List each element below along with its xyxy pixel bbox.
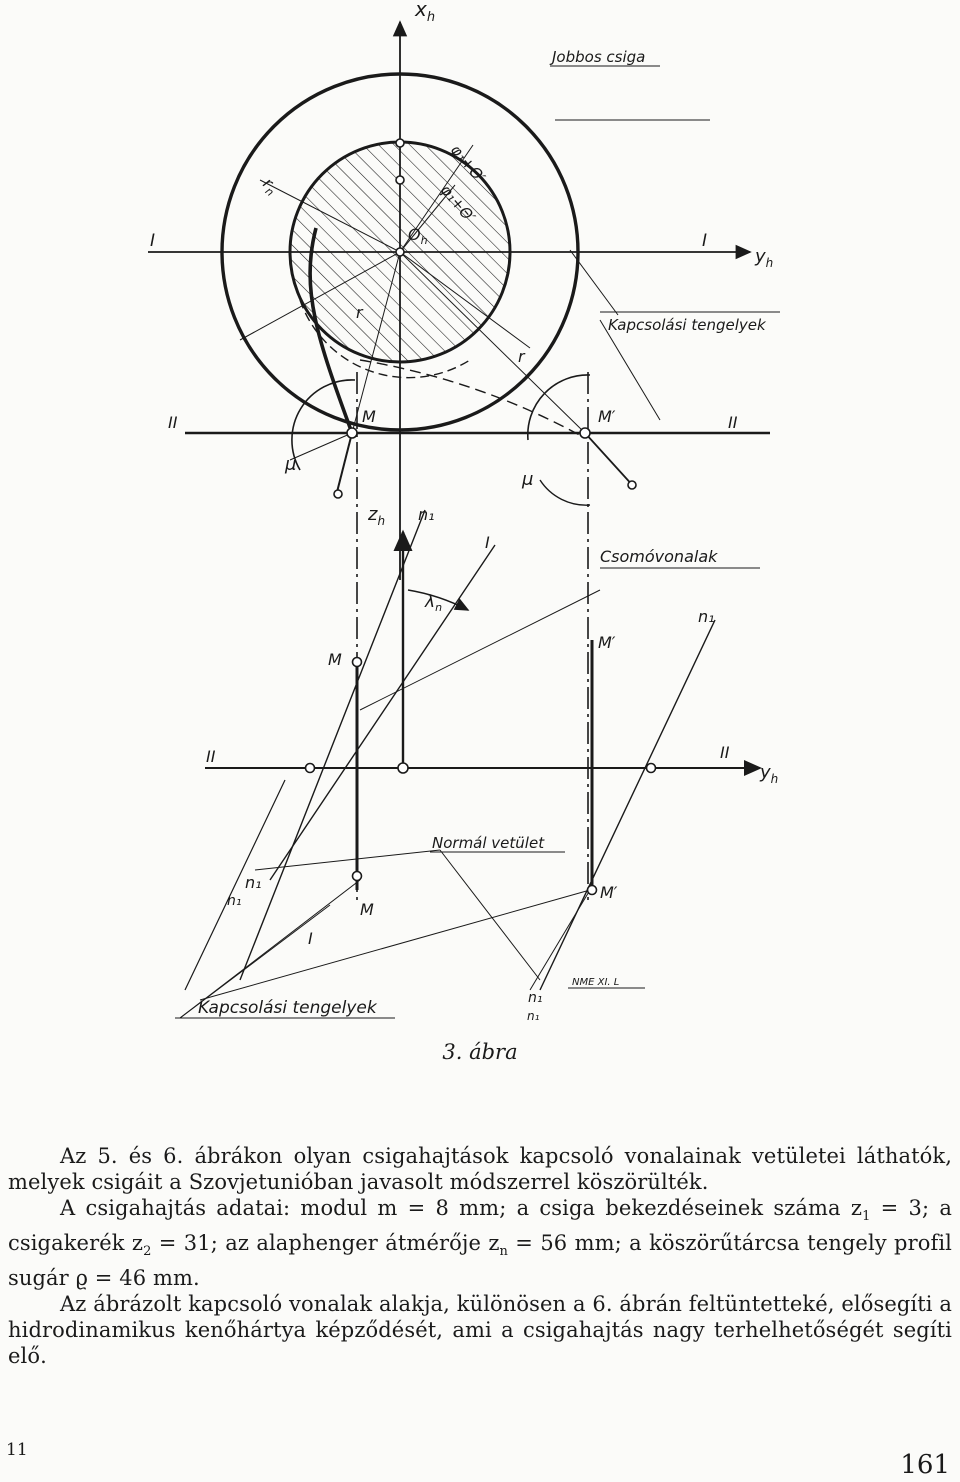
label-zh: zh: [367, 504, 385, 528]
point-m-mid: [351, 656, 363, 668]
p2-seg-3: = 31; az alaphenger átmérője z: [151, 1231, 500, 1256]
label-n1-right: n₁: [698, 607, 715, 626]
construction-line: [569, 249, 619, 316]
p2-seg-2: = 3; a csigakerék z: [8, 1196, 953, 1256]
label-n1-bottom: n₁: [528, 990, 543, 1006]
label-n1-left2: n₁: [227, 893, 242, 909]
label-ii-right-top: II: [728, 413, 738, 432]
page-number: 161: [900, 1450, 950, 1480]
point-oh: [395, 247, 405, 257]
point-axis-b: [395, 138, 405, 148]
label-oh: Oh: [408, 225, 428, 247]
p1-text: Az 5. és 6. ábrákon olyan csigahajtások …: [8, 1144, 952, 1194]
contact-curve-m-ext: [335, 432, 353, 497]
paragraph-1: Az 5. és 6. ábrákon olyan csigahajtások …: [8, 1143, 952, 1195]
p3-text: Az ábrázolt kapcsoló vonalak alakja, kül…: [8, 1292, 952, 1369]
label-m-mid: M: [328, 650, 342, 669]
point-ii-a: [304, 762, 316, 774]
construction-line: [529, 889, 591, 991]
label-yh-bot: yh: [759, 762, 778, 786]
construction-line: [259, 179, 401, 253]
outer-dashed-arc: [359, 359, 586, 439]
label-kapcsolasi-bot: Kapcsolási tengelyek: [198, 998, 378, 1018]
label-nme: NME XI. L: [572, 977, 619, 988]
label-slash-bot: I: [308, 929, 313, 948]
label-yh-top: yh: [754, 246, 773, 270]
label-lambda: λn: [424, 592, 442, 614]
point-ii-b: [645, 762, 657, 774]
construction-line: [289, 432, 353, 461]
label-csomovonalak: Csomóvonalak: [600, 547, 718, 566]
construction-line: [399, 144, 474, 253]
construction-line: [359, 589, 601, 711]
label-i-right: I: [702, 231, 707, 251]
point-mu-right: [627, 480, 637, 490]
construction-line: [254, 849, 441, 871]
label-m-prime-bot: M′: [600, 883, 618, 902]
construction-line: [399, 251, 586, 434]
label-m-top: M: [362, 407, 376, 426]
label-xh: xh: [414, 0, 435, 25]
construction-line: [239, 251, 401, 341]
mu-arc-right-b: [584, 432, 636, 489]
label-normal-vetulet: Normál vetület: [432, 834, 545, 852]
body-text: Az 5. és 6. ábrákon olyan csigahajtások …: [8, 1143, 952, 1369]
point-axis-a: [395, 175, 405, 185]
label-n1-bottom2: n₁: [527, 1009, 540, 1023]
construction-line: [199, 889, 591, 1001]
paragraph-2: A csigahajtás adatai: modul m = 8 mm; a …: [8, 1195, 952, 1291]
helix-line: [539, 619, 716, 991]
label-mu-right: μ: [521, 469, 533, 490]
label-slash-top: I: [485, 533, 490, 552]
label-mu-left: μ: [284, 454, 296, 475]
point-m-prime-bot: [586, 884, 598, 896]
construction-line: [399, 251, 531, 349]
helix-line: [184, 779, 286, 991]
construction-line: [179, 879, 361, 1019]
helix-line: [239, 509, 426, 981]
point-mu-left: [333, 489, 343, 499]
p2-sub-3: n: [499, 1244, 508, 1260]
label-n1-left: n₁: [245, 873, 262, 892]
label-rn: rn: [258, 174, 283, 200]
label-ii-right-bot: II: [720, 743, 730, 762]
label-r-outer: r: [518, 347, 526, 366]
construction-line: [399, 184, 456, 253]
figure-worm-gear-diagram: xh Jobbos csiga rn φ₁+Θ′ φ₁+Θ′ Oh I I yh…: [148, 0, 780, 1023]
construction-line: [599, 319, 661, 421]
point-m-top: [346, 427, 358, 439]
figure-caption: 3. ábra: [442, 1040, 518, 1064]
label-m-prime-mid: M′: [598, 633, 616, 652]
label-kapcsolasi-top: Kapcsolási tengelyek: [608, 316, 767, 334]
mu-arc-right-c: [539, 479, 591, 506]
p2-seg-4: = 56 mm; a köszörűtárcsa tengely profil …: [8, 1231, 952, 1291]
p2-seg-1: A csigahajtás adatai: modul m = 8 mm; a …: [60, 1196, 863, 1220]
point-ii-origin: [397, 762, 409, 774]
label-ii-left-bot: II: [206, 747, 216, 766]
contact-curve-m: [308, 227, 354, 434]
construction-line: [351, 251, 401, 434]
helix-line: [269, 544, 496, 881]
label-r-inner: r: [356, 303, 364, 322]
inner-dashed-arc: [299, 299, 471, 379]
label-jobbos-csiga: Jobbos csiga: [549, 48, 645, 66]
label-ii-left-top: II: [168, 413, 178, 432]
lambda-arc: [407, 589, 470, 611]
label-i-left: I: [150, 231, 155, 251]
paragraph-3: Az ábrázolt kapcsoló vonalak alakja, kül…: [8, 1291, 952, 1369]
mu-arc-left: [291, 379, 356, 471]
construction-line: [439, 849, 541, 981]
signature-mark: 11: [6, 1440, 28, 1460]
label-m-bot: M: [360, 900, 374, 919]
point-m-bot: [351, 870, 363, 882]
point-m-prime-top: [579, 427, 591, 439]
label-n1-top: n₁: [418, 505, 435, 524]
mu-arc-right: [527, 374, 591, 441]
label-m-prime-top: M′: [598, 407, 616, 426]
p2-sub-1: 1: [862, 1209, 871, 1225]
p2-sub-2: 2: [143, 1244, 152, 1260]
